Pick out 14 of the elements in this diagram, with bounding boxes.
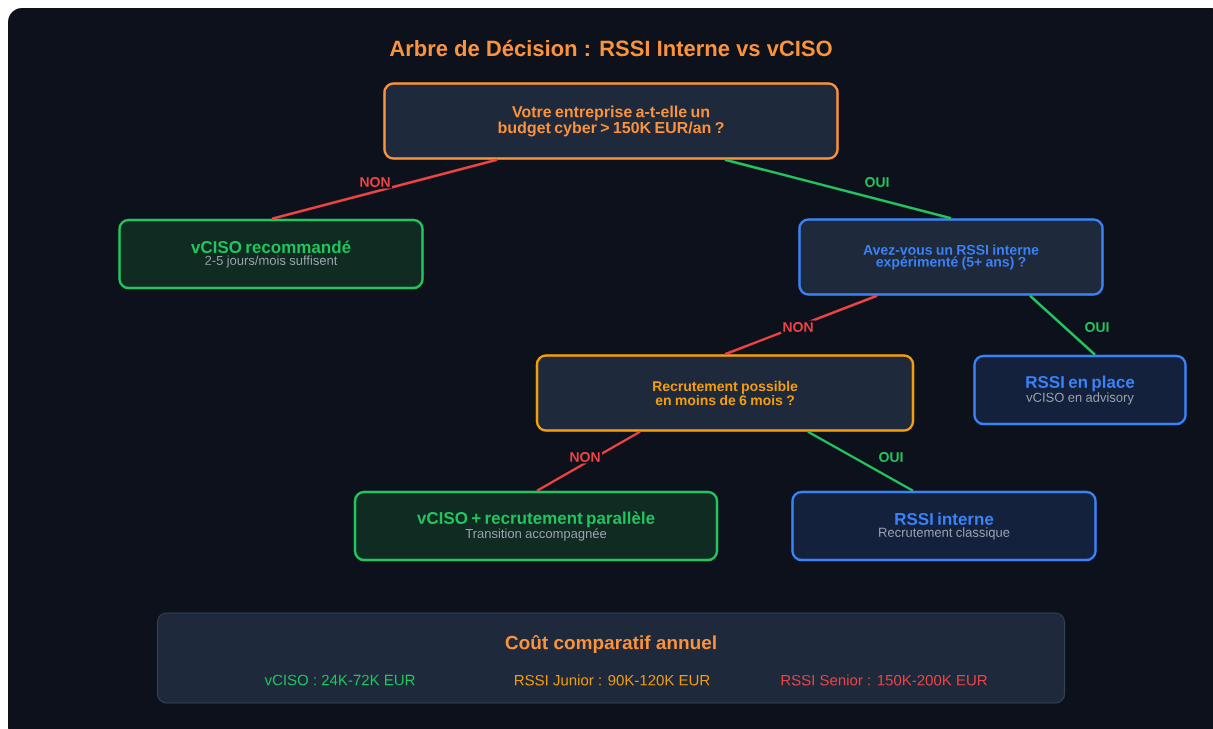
connector [1029, 294, 1096, 356]
connector [271, 158, 498, 220]
question-box: Votre entreprise a-t-elle un budget cyber > 150K EUR/an ? [383, 82, 839, 160]
cost-panel: Coût comparatif annuel vCISO : 24K-72K EUR RSSI Junior : 90K-120K EUR RSSI Senior : 150K-200K EUR [156, 612, 1066, 704]
question-box: Recrutement possible en moins de 6 mois ? [535, 354, 915, 432]
connector [536, 430, 641, 492]
result-box: RSSI en place vCISO en advisory [973, 354, 1187, 426]
connector [724, 158, 952, 220]
connector [807, 430, 914, 492]
result-box: RSSI interne Recrutement classique [791, 490, 1097, 562]
result-box: vCISO + recrutement parallèle Transition accompagnée [353, 490, 719, 562]
result-box: vCISO recommandé 2-5 jours/mois suffisent [118, 218, 424, 290]
question-box: Avez-vous un RSSI interne expérimenté (5+ ans) ? [798, 218, 1104, 296]
title: Arbre de Décision : RSSI Interne vs vCISO [389, 39, 832, 57]
